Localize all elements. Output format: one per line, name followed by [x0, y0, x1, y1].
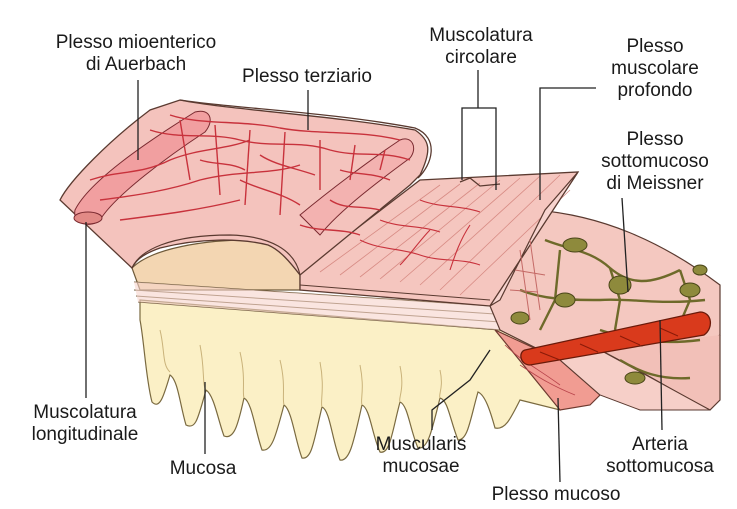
- label-meissner-line3: di Meissner: [606, 173, 704, 194]
- label-mucosa: Mucosa: [170, 458, 237, 479]
- label-muscularis-line1: Muscularis: [376, 434, 467, 455]
- label-profondo-line3: profondo: [617, 80, 692, 101]
- label-circolare-line2: circolare: [445, 47, 517, 68]
- label-longitudinale-line2: longitudinale: [32, 424, 139, 445]
- label-circolare-line1: Muscolatura: [429, 25, 533, 46]
- label-auerbach-line1: Plesso mioenterico: [56, 32, 217, 53]
- label-meissner-line2: sottomucoso: [601, 151, 709, 172]
- label-arteria-line2: sottomucosa: [606, 456, 714, 477]
- label-auerbach-line2: di Auerbach: [86, 54, 186, 75]
- label-muscularis-line2: mucosae: [382, 456, 459, 477]
- label-plesso-terziario: Plesso terziario: [242, 66, 372, 87]
- label-plesso-mucoso: Plesso mucoso: [492, 484, 621, 505]
- label-meissner-line1: Plesso: [626, 129, 683, 150]
- label-profondo-line1: Plesso: [626, 36, 683, 57]
- label-profondo-line2: muscolare: [611, 58, 699, 79]
- label-longitudinale-line1: Muscolatura: [33, 402, 137, 423]
- label-arteria-line1: Arteria: [632, 434, 688, 455]
